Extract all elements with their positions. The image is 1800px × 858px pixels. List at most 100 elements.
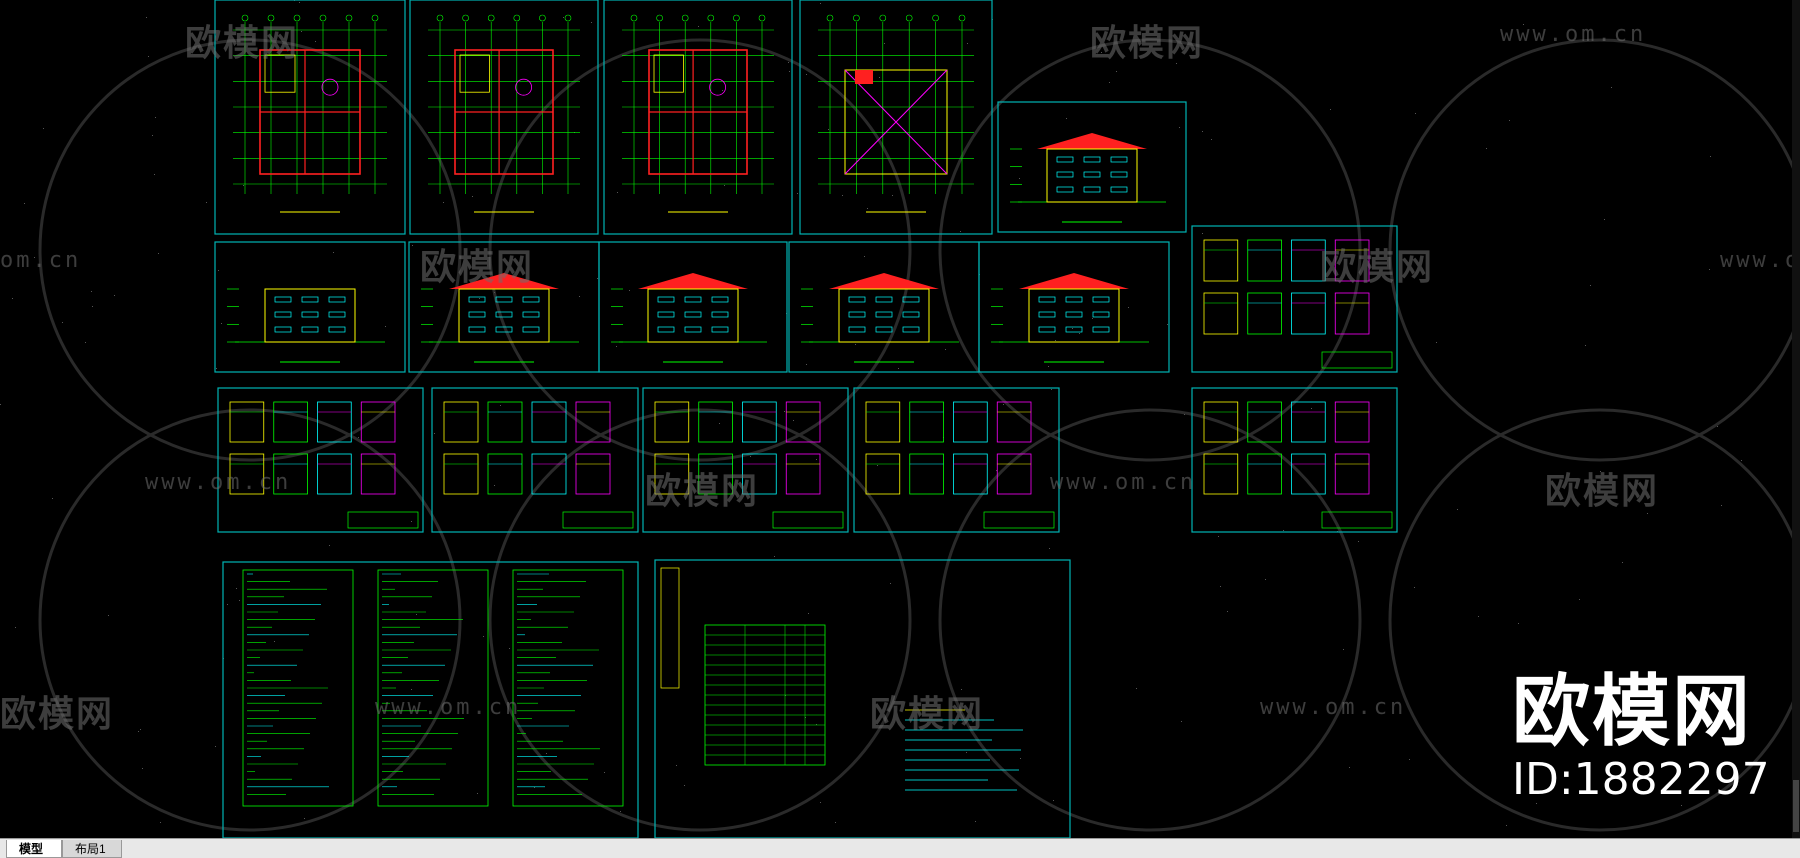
background-dot <box>784 411 785 412</box>
background-dot <box>154 174 155 175</box>
roof-feature <box>855 70 873 84</box>
detail-view <box>654 453 690 495</box>
drawing-sheet[interactable] <box>654 559 1071 838</box>
watermark-logo: 欧模网 <box>420 247 535 288</box>
background-dot <box>1265 579 1266 580</box>
background-dot <box>218 270 219 271</box>
window <box>1110 186 1128 193</box>
background-dot <box>1218 536 1219 537</box>
background-dot <box>1003 404 1004 405</box>
drawing-sheet[interactable] <box>997 101 1187 233</box>
drawing-sheet[interactable] <box>222 561 639 838</box>
drawing-sheet[interactable] <box>1191 387 1398 533</box>
watermark-logo: 欧模网 <box>870 694 985 735</box>
background-dot <box>789 71 790 72</box>
background-dot <box>221 323 222 324</box>
background-dot <box>206 202 207 203</box>
background-dot <box>358 437 359 438</box>
background-dot <box>604 772 605 773</box>
background-dot <box>216 368 217 369</box>
axis-bubble <box>293 14 301 22</box>
background-dot <box>597 278 598 279</box>
background-dot <box>1600 471 1601 472</box>
background-dot <box>785 695 786 696</box>
background-dot <box>1409 759 1410 760</box>
sheet-frame <box>642 387 849 533</box>
window <box>684 296 702 303</box>
window <box>1038 296 1056 303</box>
watermark-logo: 欧模网 <box>0 694 115 735</box>
window <box>875 311 893 318</box>
window <box>1065 296 1083 303</box>
drawing-sheet[interactable] <box>853 387 1060 533</box>
background-dot <box>1358 541 1359 542</box>
axis-bubble <box>681 14 689 22</box>
background-dot <box>1414 587 1415 588</box>
background-dot <box>1330 109 1331 110</box>
axis-bubble <box>487 14 495 22</box>
detail-view <box>360 453 396 495</box>
drawing-sheet[interactable] <box>431 387 639 533</box>
background-dot <box>616 346 617 347</box>
window <box>1056 156 1074 163</box>
room-fixture <box>321 78 339 96</box>
background-dot <box>579 296 580 297</box>
title-block <box>1321 511 1393 529</box>
vertical-scrollbar[interactable] <box>1792 0 1800 838</box>
scrollbar-thumb[interactable] <box>1793 780 1799 832</box>
cad-drawing-sheets[interactable] <box>0 0 1800 838</box>
background-dot <box>1101 52 1102 53</box>
room-fixture <box>459 54 490 93</box>
drawing-sheet[interactable] <box>214 0 406 235</box>
detail-view <box>443 453 479 495</box>
roof-elevation <box>638 273 748 289</box>
background-dot <box>411 521 412 522</box>
drawing-sheet[interactable] <box>598 241 788 373</box>
background-dot <box>719 423 720 424</box>
background-dot <box>975 821 976 822</box>
background-dot <box>34 257 35 258</box>
background-dot <box>1020 758 1021 759</box>
background-dot <box>1585 345 1586 346</box>
model-space-canvas[interactable]: 欧模网 欧模网 www.om.cn om.cn 欧模网 欧模网 www.om.c… <box>0 0 1800 838</box>
sheet-frame <box>431 387 639 533</box>
drawing-sheet[interactable] <box>603 0 793 235</box>
drawing-sheet[interactable] <box>217 387 424 533</box>
axis-bubble <box>371 14 379 22</box>
sheet-frame <box>217 387 424 533</box>
window <box>848 296 866 303</box>
background-dot <box>443 202 444 203</box>
detail-view <box>1334 453 1370 495</box>
roof-elevation <box>1019 273 1129 289</box>
window <box>328 326 346 333</box>
tab-model[interactable]: 模型 <box>6 840 62 858</box>
building-outline <box>1046 148 1138 203</box>
axis-bubble <box>630 14 638 22</box>
background-dot <box>155 117 156 118</box>
detail-view <box>1334 401 1370 443</box>
background-dot <box>1486 148 1487 149</box>
background-dot <box>1072 328 1073 329</box>
detail-view <box>360 401 396 443</box>
background-dot <box>1681 805 1682 806</box>
drawing-sheet[interactable] <box>214 241 406 373</box>
sheet-frame <box>654 559 1071 838</box>
detail-view <box>317 453 352 495</box>
building-outline <box>458 288 550 343</box>
detail-view <box>953 401 988 443</box>
sheet-frame <box>598 241 788 373</box>
drawing-sheet[interactable] <box>1191 225 1398 373</box>
title-block <box>347 511 419 529</box>
detail-view <box>785 401 821 443</box>
background-dot <box>1457 509 1458 510</box>
drawing-sheet[interactable] <box>978 241 1170 373</box>
background-dot <box>1579 599 1580 600</box>
drawing-sheet[interactable] <box>799 0 993 235</box>
watermark-logo: 欧模网 <box>185 23 300 64</box>
drawing-sheet[interactable] <box>642 387 849 533</box>
background-dot <box>892 195 893 196</box>
room-fixture <box>515 78 532 96</box>
tab-layout-1[interactable]: 布局1 <box>62 840 122 858</box>
detail-view <box>1203 292 1239 335</box>
drawing-sheet[interactable] <box>409 0 599 235</box>
